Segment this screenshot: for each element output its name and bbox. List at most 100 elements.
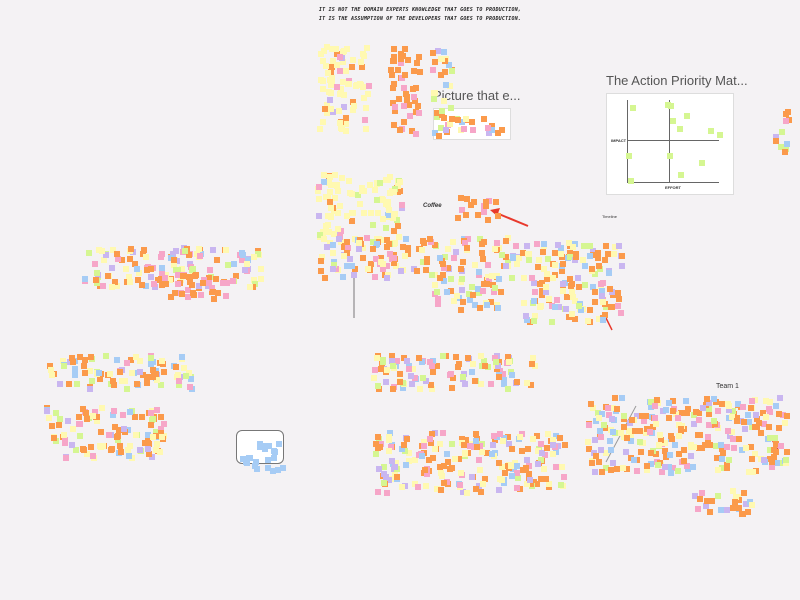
sticky-note[interactable] bbox=[145, 432, 152, 439]
sticky-note[interactable] bbox=[471, 378, 478, 385]
sticky-note[interactable] bbox=[326, 88, 332, 95]
sticky-note[interactable] bbox=[96, 375, 103, 382]
sticky-note[interactable] bbox=[421, 466, 428, 473]
sticky-note[interactable] bbox=[684, 410, 691, 417]
sticky-note[interactable] bbox=[760, 410, 767, 417]
sticky-note[interactable] bbox=[436, 464, 443, 471]
sticky-note[interactable] bbox=[724, 506, 731, 513]
sticky-note[interactable] bbox=[440, 49, 447, 56]
action-priority-matrix[interactable]: IMPACT EFFORT bbox=[606, 93, 734, 195]
sticky-note[interactable] bbox=[120, 412, 127, 419]
sticky-note[interactable] bbox=[405, 56, 411, 63]
sticky-note[interactable] bbox=[772, 435, 779, 442]
sticky-note[interactable] bbox=[88, 444, 95, 451]
sticky-note[interactable] bbox=[152, 370, 159, 377]
sticky-note[interactable] bbox=[416, 355, 423, 362]
sticky-note[interactable] bbox=[82, 357, 89, 364]
sticky-note[interactable] bbox=[584, 317, 591, 324]
sticky-note[interactable] bbox=[391, 81, 398, 88]
sticky-note[interactable] bbox=[76, 433, 83, 440]
sticky-note[interactable] bbox=[572, 254, 579, 261]
sticky-note[interactable] bbox=[766, 424, 773, 431]
sticky-note[interactable] bbox=[55, 421, 62, 428]
sticky-note[interactable] bbox=[195, 245, 202, 252]
sticky-note[interactable] bbox=[454, 292, 461, 299]
sticky-note[interactable] bbox=[495, 276, 502, 283]
sticky-note[interactable] bbox=[354, 192, 361, 199]
sticky-note[interactable] bbox=[179, 273, 186, 280]
sticky-note[interactable] bbox=[654, 461, 661, 468]
sticky-note[interactable] bbox=[112, 423, 119, 430]
sticky-note[interactable] bbox=[397, 55, 404, 62]
sticky-note[interactable] bbox=[542, 476, 549, 483]
sticky-note[interactable] bbox=[351, 272, 358, 279]
sticky-note[interactable] bbox=[101, 256, 108, 263]
sticky-note[interactable] bbox=[552, 262, 559, 269]
sticky-note[interactable] bbox=[406, 113, 413, 120]
sticky-note[interactable] bbox=[508, 372, 515, 379]
sticky-note[interactable] bbox=[111, 407, 118, 414]
sticky-note[interactable] bbox=[729, 488, 736, 495]
sticky-note[interactable] bbox=[378, 258, 385, 265]
sticky-note[interactable] bbox=[619, 465, 626, 472]
sticky-note[interactable] bbox=[702, 442, 709, 449]
sticky-note[interactable] bbox=[230, 277, 237, 284]
sticky-note[interactable] bbox=[357, 59, 364, 66]
sticky-note[interactable] bbox=[105, 273, 112, 280]
sticky-note[interactable] bbox=[374, 241, 380, 248]
sticky-note[interactable] bbox=[552, 303, 559, 310]
sticky-note[interactable] bbox=[414, 103, 421, 110]
sticky-note[interactable] bbox=[411, 67, 418, 74]
sticky-note[interactable] bbox=[773, 133, 780, 140]
sticky-note[interactable] bbox=[553, 464, 560, 471]
sticky-note[interactable] bbox=[491, 284, 498, 291]
sticky-note[interactable] bbox=[482, 199, 489, 206]
sticky-note[interactable] bbox=[778, 129, 785, 136]
sticky-note[interactable] bbox=[571, 240, 578, 247]
sticky-note[interactable] bbox=[213, 256, 220, 263]
sticky-note[interactable] bbox=[250, 283, 257, 290]
sticky-note[interactable] bbox=[499, 438, 506, 445]
sticky-note[interactable] bbox=[382, 474, 389, 481]
sticky-note[interactable] bbox=[356, 239, 363, 246]
sticky-note[interactable] bbox=[358, 185, 365, 192]
sticky-note[interactable] bbox=[223, 293, 230, 300]
sticky-note[interactable] bbox=[342, 67, 349, 74]
sticky-note[interactable] bbox=[742, 425, 749, 432]
sticky-note[interactable] bbox=[610, 251, 617, 258]
sticky-note[interactable] bbox=[142, 254, 149, 261]
sticky-note[interactable] bbox=[166, 277, 173, 284]
sticky-note[interactable] bbox=[208, 285, 215, 292]
sticky-note[interactable] bbox=[327, 189, 334, 195]
sticky-note[interactable] bbox=[557, 435, 564, 442]
sticky-note[interactable] bbox=[431, 59, 438, 66]
sticky-note[interactable] bbox=[344, 212, 351, 219]
sticky-note[interactable] bbox=[447, 83, 454, 90]
sticky-note[interactable] bbox=[707, 127, 714, 134]
sticky-note[interactable] bbox=[513, 242, 520, 249]
sticky-note[interactable] bbox=[357, 81, 364, 88]
sticky-note[interactable] bbox=[392, 459, 399, 466]
sticky-note[interactable] bbox=[114, 437, 121, 444]
sticky-note[interactable] bbox=[498, 477, 505, 484]
sticky-note[interactable] bbox=[745, 412, 752, 419]
sticky-note[interactable] bbox=[230, 261, 237, 268]
sticky-note[interactable] bbox=[458, 118, 465, 125]
sticky-note[interactable] bbox=[395, 223, 402, 230]
sticky-note[interactable] bbox=[370, 245, 377, 252]
sticky-note[interactable] bbox=[727, 433, 734, 440]
sticky-note[interactable] bbox=[581, 243, 588, 250]
sticky-note[interactable] bbox=[553, 449, 560, 456]
sticky-note[interactable] bbox=[491, 288, 498, 295]
sticky-note[interactable] bbox=[149, 434, 156, 441]
sticky-note[interactable] bbox=[597, 447, 604, 454]
sticky-note[interactable] bbox=[753, 467, 760, 474]
sticky-note[interactable] bbox=[397, 370, 404, 377]
sticky-note[interactable] bbox=[153, 446, 160, 453]
sticky-note[interactable] bbox=[148, 454, 155, 461]
sticky-note[interactable] bbox=[531, 280, 538, 287]
sticky-note[interactable] bbox=[535, 447, 542, 454]
sticky-note[interactable] bbox=[539, 248, 546, 255]
sticky-note[interactable] bbox=[388, 352, 395, 359]
sticky-note[interactable] bbox=[332, 172, 339, 179]
